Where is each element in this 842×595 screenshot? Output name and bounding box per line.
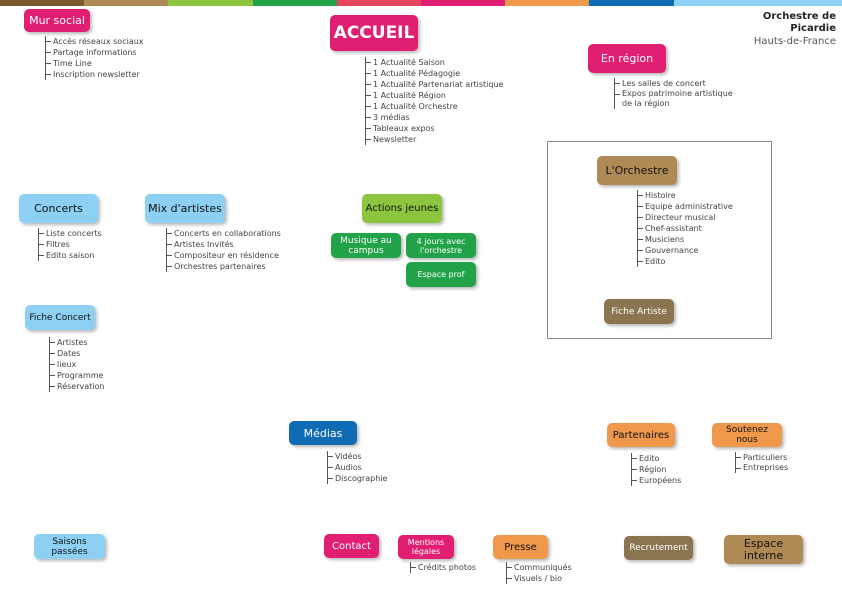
node-mur-social[interactable]: Mur social [24,9,90,32]
list-item[interactable]: Chef-assistant [638,223,733,234]
node-accueil[interactable]: ACCUEIL [330,15,418,51]
node-recrutement[interactable]: Recrutement [624,536,693,560]
list-item[interactable]: Directeur musical [638,212,733,223]
list-item[interactable]: Orchestres partenaires [167,261,281,272]
node-musique-campus[interactable]: Musique au campus [331,233,401,258]
orchestre-frame [547,141,772,339]
list-item[interactable]: Histoire [638,190,733,201]
list-item[interactable]: 1 Actualité Saison [366,57,503,68]
node-medias[interactable]: Médias [289,421,357,445]
top-bar-segment [757,0,842,6]
list-item[interactable]: Programme [50,370,104,381]
list-item[interactable]: Accès réseaux sociaux [46,36,144,47]
top-bar-segment [168,0,253,6]
brand-line-1: Orchestre de [762,11,836,22]
top-bar-segment [0,0,85,6]
node-espace-interne[interactable]: Espace interne [724,535,803,564]
list-item[interactable]: Artistes [50,337,104,348]
node-actions-jeunes[interactable]: Actions jeunes [362,194,442,223]
list-item[interactable]: Liste concerts [39,228,102,239]
list-item[interactable]: Edito [632,453,681,464]
brand-block: Orchestre de Picardie Hauts-de-France [754,11,836,48]
list-item[interactable]: Newsletter [366,134,503,145]
list-item[interactable]: Edito saison [39,250,102,261]
brand-line-2: Picardie [790,23,836,34]
list-item[interactable]: Particuliers [736,452,787,463]
node-saisons-passees[interactable]: Saisons passées [34,534,105,559]
list-item[interactable]: Entreprises [736,463,788,473]
list-item[interactable]: Tableaux expos [366,123,503,134]
list-item[interactable]: Edito [638,256,733,267]
node-contact[interactable]: Contact [324,534,379,558]
list-item[interactable]: Vidéos [328,451,387,462]
list-item[interactable]: Musiciens [638,234,733,245]
list-item[interactable]: Dates [50,348,104,359]
list-item[interactable]: Communiqués [507,562,572,573]
list-item[interactable]: Les salles de concert [615,78,737,89]
list-item[interactable]: Partage informations [46,47,144,58]
node-mentions-legales[interactable]: Mentions légales [398,535,454,559]
list-item[interactable]: Compositeur en résidence [167,250,281,261]
list-item[interactable]: 1 Actualité Partenariat artistique [366,79,503,90]
list-item[interactable]: lieux [50,359,104,370]
list-item[interactable]: 3 médias [366,112,503,123]
node-quatre-jours[interactable]: 4 jours avec l'orchestre [406,233,476,258]
list-item[interactable]: Européens [632,475,681,486]
top-bar-segment [505,0,590,6]
top-bar-segment [589,0,674,6]
top-bar-segment [84,0,169,6]
list-item[interactable]: 1 Actualité Orchestre [366,101,503,112]
list-item[interactable]: Time Line [46,58,144,69]
list-mentions: Crédits photos [410,562,476,573]
node-partenaires[interactable]: Partenaires [607,423,675,447]
top-bar-segment [673,0,758,6]
node-espace-prof[interactable]: Espace prof [406,262,476,287]
list-item[interactable]: Expos patrimoine artistique de la région [615,89,737,109]
list-item[interactable]: Région [632,464,681,475]
list-item[interactable]: Réservation [50,381,104,392]
list-item[interactable]: Concerts en collaborations [167,228,281,239]
node-en-region[interactable]: En région [588,44,666,73]
node-mix-artistes[interactable]: Mix d'artistes [145,194,225,223]
list-item[interactable]: Inscription newsletter [46,69,144,80]
list-item[interactable]: Visuels / bio [507,573,572,584]
list-item[interactable]: Audios [328,462,387,473]
top-color-bar [0,0,842,6]
list-item[interactable]: 1 Actualité Région [366,90,503,101]
list-item[interactable]: Artistes Invités [167,239,281,250]
list-item[interactable]: Gouvernance [638,245,733,256]
list-item[interactable]: Filtres [39,239,102,250]
list-item[interactable]: Equipe administrative [638,201,733,212]
node-fiche-artiste[interactable]: Fiche Artiste [604,299,674,324]
top-bar-segment [336,0,422,6]
node-soutenez[interactable]: Soutenez nous [712,423,782,447]
node-orchestre[interactable]: L'Orchestre [597,156,677,185]
top-bar-segment [421,0,506,6]
node-fiche-concert[interactable]: Fiche Concert [25,305,95,330]
top-bar-segment [252,0,337,6]
list-item[interactable]: Crédits photos [411,562,476,573]
node-presse[interactable]: Presse [493,535,548,559]
list-item[interactable]: 1 Actualité Pédagogie [366,68,503,79]
node-concerts[interactable]: Concerts [19,194,98,223]
brand-line-3: Hauts-de-France [753,36,836,47]
list-item[interactable]: Discographie [328,473,387,484]
